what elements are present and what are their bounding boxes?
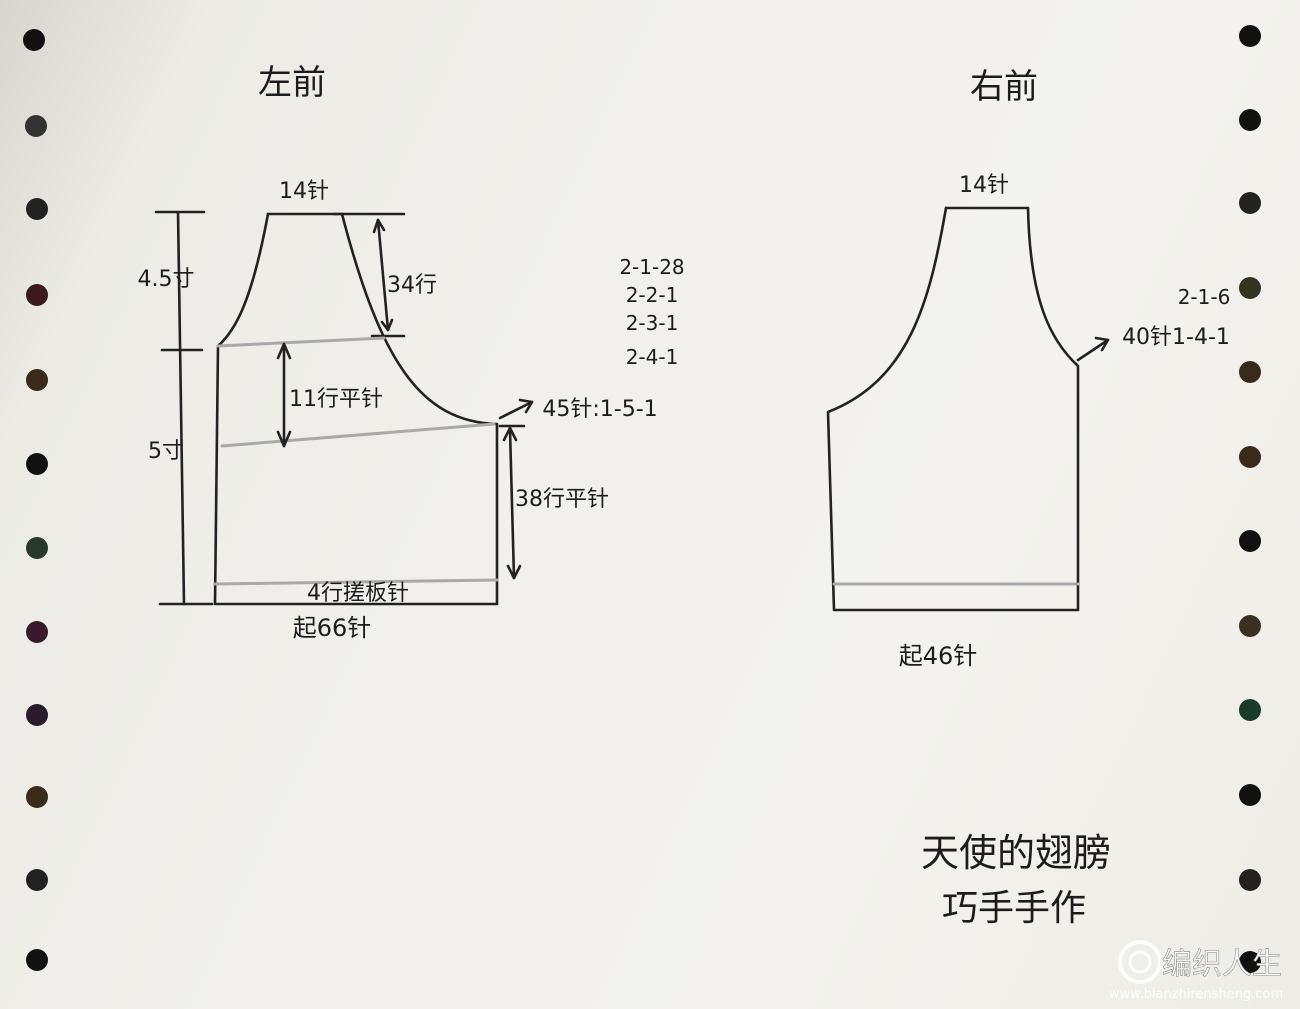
armhole-rows-label: 11行平针 [289, 387, 383, 412]
guide-line [216, 336, 386, 348]
side-rows-label: 38行平针 [515, 487, 609, 512]
right-pickup-label: 40针1-4-1 [1122, 325, 1230, 350]
left-front-diagram: 左前 4.5寸 5寸 14针 34行 11行平针 38行平针 [138, 63, 685, 642]
feed-hole [1239, 361, 1261, 383]
right-cast-on-label: 起46针 [899, 642, 978, 670]
arrow-head [506, 564, 522, 580]
feed-hole [1239, 530, 1261, 552]
guide-line [213, 578, 499, 586]
feed-hole [26, 621, 48, 643]
feed-hole [1239, 192, 1261, 214]
feed-hole [26, 869, 48, 891]
watermark-swirl-icon [1118, 940, 1162, 984]
shaping-line-1: 2-1-28 [619, 255, 684, 279]
feed-hole [26, 949, 48, 971]
caption-line-1: 天使的翅膀 [921, 831, 1111, 875]
feed-hole [1239, 869, 1261, 891]
hem-label: 4行搓板针 [307, 581, 409, 606]
pickup-arrow [498, 400, 534, 420]
watermark-logo: 编织人生 [1162, 947, 1282, 982]
watermark-swirl-inner [1128, 950, 1152, 974]
left-pickup-label: 45针:1-5-1 [542, 397, 657, 422]
left-title: 左前 [258, 63, 326, 103]
height-upper-label: 4.5寸 [138, 267, 195, 292]
shaping-line-4: 2-4-1 [626, 345, 679, 369]
feed-hole [25, 115, 47, 137]
feed-hole [1239, 277, 1261, 299]
feed-holes-left [23, 29, 48, 971]
arrow-head [276, 430, 292, 448]
feed-hole [1239, 25, 1261, 47]
right-neck-label: 14针 [959, 173, 1009, 198]
feed-hole [26, 369, 48, 391]
caption: 天使的翅膀 巧手手作 [921, 831, 1111, 929]
guide-line [220, 422, 496, 448]
feed-hole [1239, 109, 1261, 131]
arrow-head [380, 318, 394, 332]
neck-rows-label: 34行 [387, 273, 437, 298]
height-lower-label: 5寸 [148, 439, 184, 464]
left-body-outline [213, 212, 499, 606]
arrow-head [1094, 336, 1110, 352]
shaping-line-3: 2-3-1 [626, 311, 679, 335]
height-line [176, 210, 186, 606]
right-title: 右前 [970, 67, 1038, 107]
right-pickup-arrow [1076, 338, 1110, 362]
feed-hole [1239, 699, 1261, 721]
watermark: 编织人生 www.bianzhirensheng.com [1109, 940, 1283, 1002]
arrow-head [372, 218, 386, 234]
feed-hole [23, 29, 45, 51]
feed-hole [1239, 615, 1261, 637]
feed-hole [1239, 951, 1261, 973]
feed-hole [1239, 446, 1261, 468]
arrow-head [276, 342, 292, 360]
arrow-head [502, 426, 518, 442]
feed-holes-right [1239, 25, 1261, 973]
right-body-outline [826, 206, 1080, 612]
feed-hole [26, 198, 48, 220]
neck-rows-arrow [376, 218, 390, 332]
right-shaping-label: 2-1-6 [1178, 285, 1231, 309]
feed-hole [1239, 784, 1261, 806]
feed-hole [26, 537, 48, 559]
feed-hole [26, 704, 48, 726]
right-front-diagram: 右前 14针 起46针 2-1-6 40针1-4-1 [826, 67, 1231, 670]
watermark-url: www.bianzhirensheng.com [1109, 987, 1283, 1002]
feed-hole [26, 453, 48, 475]
shaping-line-2: 2-2-1 [626, 283, 679, 307]
feed-hole [26, 786, 48, 808]
caption-line-2: 巧手手作 [942, 888, 1086, 929]
arrow-head [518, 398, 534, 414]
feed-hole [26, 284, 48, 306]
left-cast-on-label: 起66针 [293, 614, 372, 642]
left-neck-label: 14针 [279, 179, 329, 204]
side-arrow [508, 428, 516, 580]
